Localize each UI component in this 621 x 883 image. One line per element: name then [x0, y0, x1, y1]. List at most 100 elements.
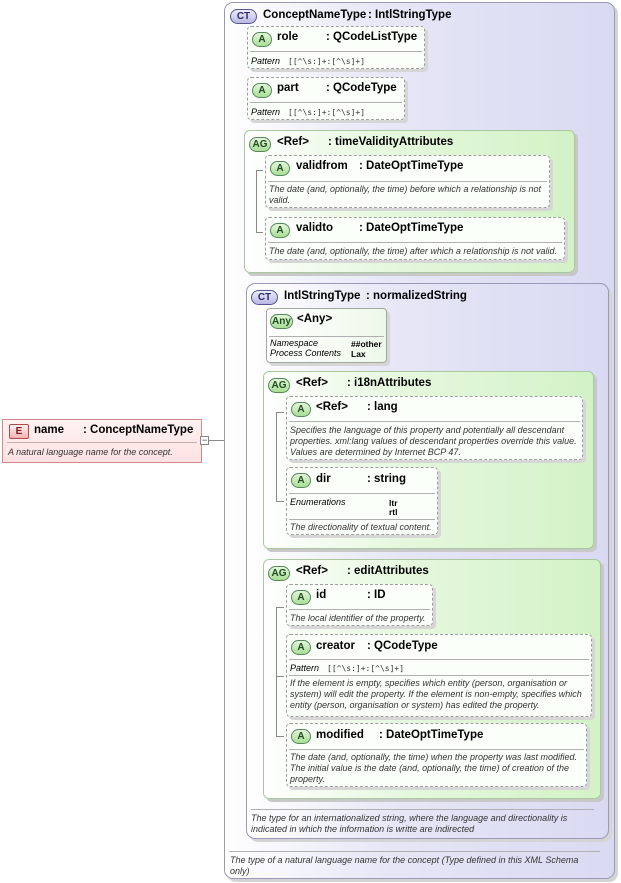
- attribute-group-badge: AG: [268, 378, 290, 393]
- separator: [251, 809, 594, 810]
- namespace-label: Namespace: [270, 338, 319, 348]
- element-name: name: [34, 424, 65, 436]
- complex-type-description: The type of a natural language name for …: [230, 855, 579, 876]
- complex-type-badge: CT: [251, 290, 278, 305]
- attribute-group-type: : editAttributes: [347, 565, 429, 577]
- attribute-group-ref: <Ref>: [296, 377, 328, 389]
- attribute-badge: A: [291, 473, 311, 488]
- pattern-value: [[^\s:]+:[^\s]+]: [327, 664, 405, 673]
- complex-type-title: IntlStringType: [284, 290, 361, 302]
- separator: [250, 102, 402, 103]
- attribute-group-badge: AG: [268, 566, 290, 581]
- connector-line: [256, 232, 263, 233]
- attribute-type: : QCodeListType: [326, 31, 418, 43]
- attribute-badge: A: [291, 402, 311, 417]
- attribute-role[interactable]: A role : QCodeListType Pattern [[^\s:]+:…: [247, 26, 425, 69]
- attribute-badge: A: [270, 161, 290, 176]
- attribute-creator[interactable]: A creator : QCodeType Pattern [[^\s:]+:[…: [286, 634, 592, 717]
- pattern-label: Pattern: [251, 56, 281, 66]
- attribute-modified[interactable]: A modified : DateOptTimeType The date (a…: [286, 723, 587, 787]
- process-contents-value: Lax: [351, 349, 366, 359]
- any-attribute[interactable]: Any <Any> Namespace ##other Process Cont…: [266, 308, 387, 363]
- attribute-name: validto: [296, 222, 334, 234]
- complex-type-base: : normalizedString: [366, 290, 467, 302]
- attribute-type: : QCodeType: [326, 82, 397, 94]
- separator: [289, 421, 580, 422]
- attribute-validto[interactable]: A validto : DateOptTimeType The date (an…: [265, 217, 565, 260]
- element-name-box[interactable]: E name : ConceptNameType A natural langu…: [2, 419, 202, 463]
- any-title: <Any>: [297, 313, 333, 325]
- enumeration-value: ltr: [389, 498, 398, 508]
- separator: [289, 493, 435, 494]
- attribute-lang[interactable]: A <Ref> : lang Specifies the language of…: [286, 396, 583, 460]
- attribute-type: : DateOptTimeType: [359, 222, 464, 234]
- pattern-value: [[^\s:]+:[^\s]+]: [288, 108, 366, 117]
- complex-type-badge: CT: [230, 9, 257, 24]
- pattern-value: [[^\s:]+:[^\s]+]: [288, 57, 366, 66]
- attribute-type: : DateOptTimeType: [359, 160, 464, 172]
- enumeration-value: rtl: [389, 507, 398, 517]
- attribute-part[interactable]: A part : QCodeType Pattern [[^\s:]+:[^\s…: [247, 77, 405, 120]
- connector-line: [276, 412, 284, 413]
- attribute-name: id: [316, 589, 327, 601]
- separator: [289, 749, 584, 750]
- separator: [269, 336, 384, 337]
- attribute-group-type: : timeValidityAttributes: [328, 136, 454, 148]
- attribute-type: : ID: [367, 589, 386, 601]
- attribute-group-type: : i18nAttributes: [347, 377, 432, 389]
- separator: [268, 242, 562, 243]
- connector-line: [276, 501, 284, 502]
- attribute-badge: A: [291, 640, 311, 655]
- attribute-id[interactable]: A id : ID The local identifier of the pr…: [286, 584, 433, 626]
- namespace-value: ##other: [351, 339, 382, 349]
- attribute-group-badge: AG: [249, 137, 271, 152]
- complex-type-description: The type for an internationalized string…: [251, 813, 568, 834]
- attribute-description: If the element is empty, specifies which…: [290, 678, 582, 710]
- attribute-name: part: [277, 82, 299, 94]
- element-type: : ConceptNameType: [83, 424, 194, 436]
- separator: [229, 851, 600, 852]
- connector-line: [256, 170, 257, 233]
- attribute-group-ref: <Ref>: [277, 136, 309, 148]
- separator: [289, 659, 589, 660]
- attribute-name: modified: [316, 729, 364, 741]
- connector-line: [276, 736, 284, 737]
- connector-line: [276, 607, 284, 608]
- attribute-description: Specifies the language of this property …: [290, 425, 577, 457]
- connector-line: [208, 440, 234, 441]
- complex-type-base: : IntlStringType: [368, 9, 452, 21]
- attribute-name: dir: [316, 473, 331, 485]
- attribute-description: The date (and, optionally, the time) aft…: [269, 246, 557, 256]
- attribute-validfrom[interactable]: A validfrom : DateOptTimeType The date (…: [265, 155, 550, 208]
- connector-line: [256, 170, 263, 171]
- separator: [268, 181, 547, 182]
- any-badge: Any: [270, 314, 293, 329]
- attribute-badge: A: [270, 223, 290, 238]
- separator: [7, 442, 197, 443]
- attribute-badge: A: [252, 83, 272, 98]
- separator: [289, 675, 589, 676]
- collapse-toggle-icon[interactable]: −: [200, 435, 209, 445]
- connector-line: [276, 676, 284, 677]
- attribute-description: The local identifier of the property.: [290, 613, 426, 623]
- separator: [289, 519, 435, 520]
- attribute-type: : string: [367, 473, 406, 485]
- attribute-group-ref: <Ref>: [296, 565, 328, 577]
- element-description: A natural language name for the concept.: [8, 447, 173, 457]
- attribute-badge: A: [252, 32, 272, 47]
- connector-line: [276, 607, 277, 737]
- pattern-label: Pattern: [290, 663, 320, 673]
- attribute-description: The date (and, optionally, the time) whe…: [290, 752, 577, 784]
- attribute-dir[interactable]: A dir : string Enumerations ltr rtl The …: [286, 467, 438, 535]
- complex-type-title: ConceptNameType: [263, 9, 367, 21]
- attribute-description: The directionality of textual content.: [290, 522, 432, 532]
- process-contents-label: Process Contents: [270, 348, 342, 358]
- attribute-type: : QCodeType: [367, 640, 438, 652]
- attribute-description: The date (and, optionally, the time) bef…: [269, 184, 541, 205]
- enumerations-label: Enumerations: [290, 497, 346, 507]
- attribute-name: role: [277, 31, 299, 43]
- attribute-ref: <Ref>: [316, 401, 348, 413]
- separator: [289, 609, 430, 610]
- attribute-badge: A: [291, 590, 311, 605]
- attribute-name: creator: [316, 640, 355, 652]
